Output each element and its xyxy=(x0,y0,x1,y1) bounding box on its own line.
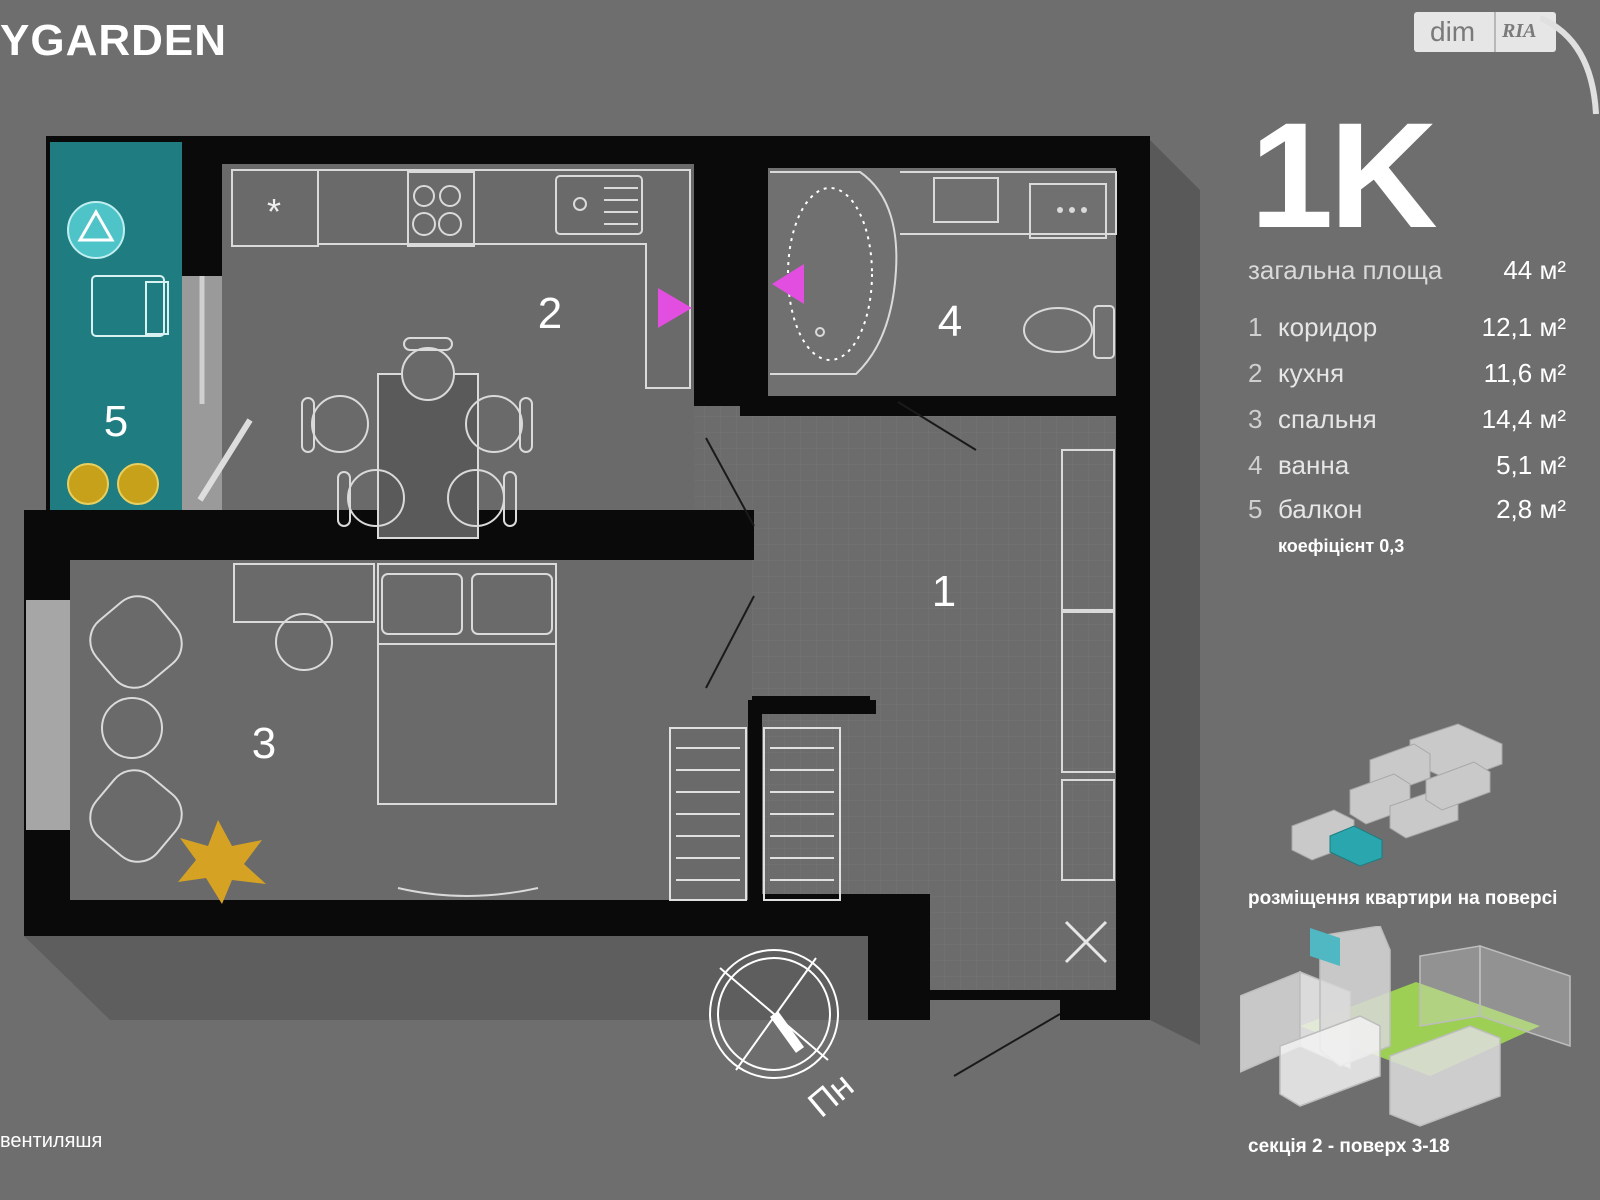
balcony-armchair xyxy=(91,275,165,337)
room-name: коридор xyxy=(1278,312,1378,342)
room-number: 5 xyxy=(1248,494,1263,524)
floor-location-map xyxy=(1291,723,1503,867)
balcony-plant-2 xyxy=(117,463,159,505)
total-area-value: 44 м² xyxy=(1503,255,1566,285)
balcony-vent-circle xyxy=(67,201,125,259)
room-2-label: 2 xyxy=(538,289,562,338)
floor-plan: * 2 4 1 xyxy=(24,136,1200,1079)
storage-closets xyxy=(669,727,841,901)
balcony-coefficient: коефіцієнт 0,3 xyxy=(1278,536,1405,556)
wall-bath-bottom-b xyxy=(990,396,1116,410)
freezer-asterisk-icon: * xyxy=(267,191,281,232)
room-area: 5,1 м² xyxy=(1496,450,1566,480)
wall-storage-side xyxy=(748,700,762,900)
wall-kitchen-bath xyxy=(694,136,768,406)
dimria-watermark: dim RIA xyxy=(1414,12,1556,52)
total-area-label: загальна площа xyxy=(1248,255,1443,285)
watermark-separator xyxy=(1494,12,1496,52)
room-number: 3 xyxy=(1248,404,1263,434)
room-number: 4 xyxy=(1248,450,1263,480)
apartment-type: 1K xyxy=(1250,91,1438,259)
watermark-right: RIA xyxy=(1502,20,1537,42)
room-1-label: 1 xyxy=(932,567,956,616)
corridor-wardrobe xyxy=(1061,449,1115,881)
room-area: 2,8 м² xyxy=(1496,494,1566,524)
bath-fixture-dot-1 xyxy=(1057,207,1063,213)
door-marker-bathroom xyxy=(772,264,804,304)
floor-location-caption: розміщення квартири на поверсі xyxy=(1248,888,1558,909)
bathroom-floor xyxy=(768,168,1116,396)
plan-shadow-bottom xyxy=(24,936,880,1020)
balcony-door xyxy=(197,418,253,502)
room-area: 14,4 м² xyxy=(1481,404,1566,434)
room-area: 11,6 м² xyxy=(1483,358,1566,388)
brand-logo-text: YGARDEN xyxy=(0,16,228,65)
wall-storage-top xyxy=(748,700,876,714)
kitchen-counter xyxy=(231,169,691,389)
corridor-grid xyxy=(694,396,1116,990)
room-name: балкон xyxy=(1278,494,1363,524)
room-number: 2 xyxy=(1248,358,1263,388)
balcony-area xyxy=(50,142,182,510)
wall-bath-bottom-a xyxy=(752,396,896,410)
room-4-label: 4 xyxy=(938,297,962,346)
bathroom-fixtures xyxy=(770,171,1117,375)
vent-triangle-icon xyxy=(77,208,115,242)
bath-fixture-dot-3 xyxy=(1081,207,1087,213)
bedroom-window xyxy=(26,600,70,830)
vent-cross-icon xyxy=(1064,920,1108,964)
corner-arc xyxy=(1540,15,1599,115)
room-name: спальня xyxy=(1278,404,1377,434)
bath-fixture-dot-2 xyxy=(1069,207,1075,213)
section-building-map xyxy=(1240,926,1571,1127)
section-caption: секція 2 - поверх 3-18 xyxy=(1248,1136,1450,1157)
room-3-label: 3 xyxy=(252,719,276,768)
balcony-plant-1 xyxy=(67,463,109,505)
vent-legend-label: вентиляшя xyxy=(0,1130,103,1152)
door-swings xyxy=(705,401,1061,1077)
room-number: 1 xyxy=(1248,312,1263,342)
room-5-label: 5 xyxy=(104,397,128,446)
total-area-row: загальна площа 44 м² xyxy=(1248,255,1566,286)
plan-shadow-right xyxy=(1150,140,1200,1045)
bedroom-plant xyxy=(178,820,266,904)
section-highlight xyxy=(1310,928,1340,966)
watermark-left: dim xyxy=(1430,16,1476,47)
apartment-highlight xyxy=(1329,825,1383,867)
room-name: ванна xyxy=(1278,450,1350,480)
bedroom-furniture xyxy=(89,563,557,897)
door-marker-kitchen xyxy=(658,288,692,328)
room-name: кухня xyxy=(1278,358,1345,388)
balcony-armchair-back xyxy=(145,281,169,335)
dining-set xyxy=(301,337,533,539)
bedroom-floor xyxy=(70,560,752,900)
room-area: 12,1 м² xyxy=(1481,312,1566,342)
north-compass xyxy=(709,949,839,1079)
